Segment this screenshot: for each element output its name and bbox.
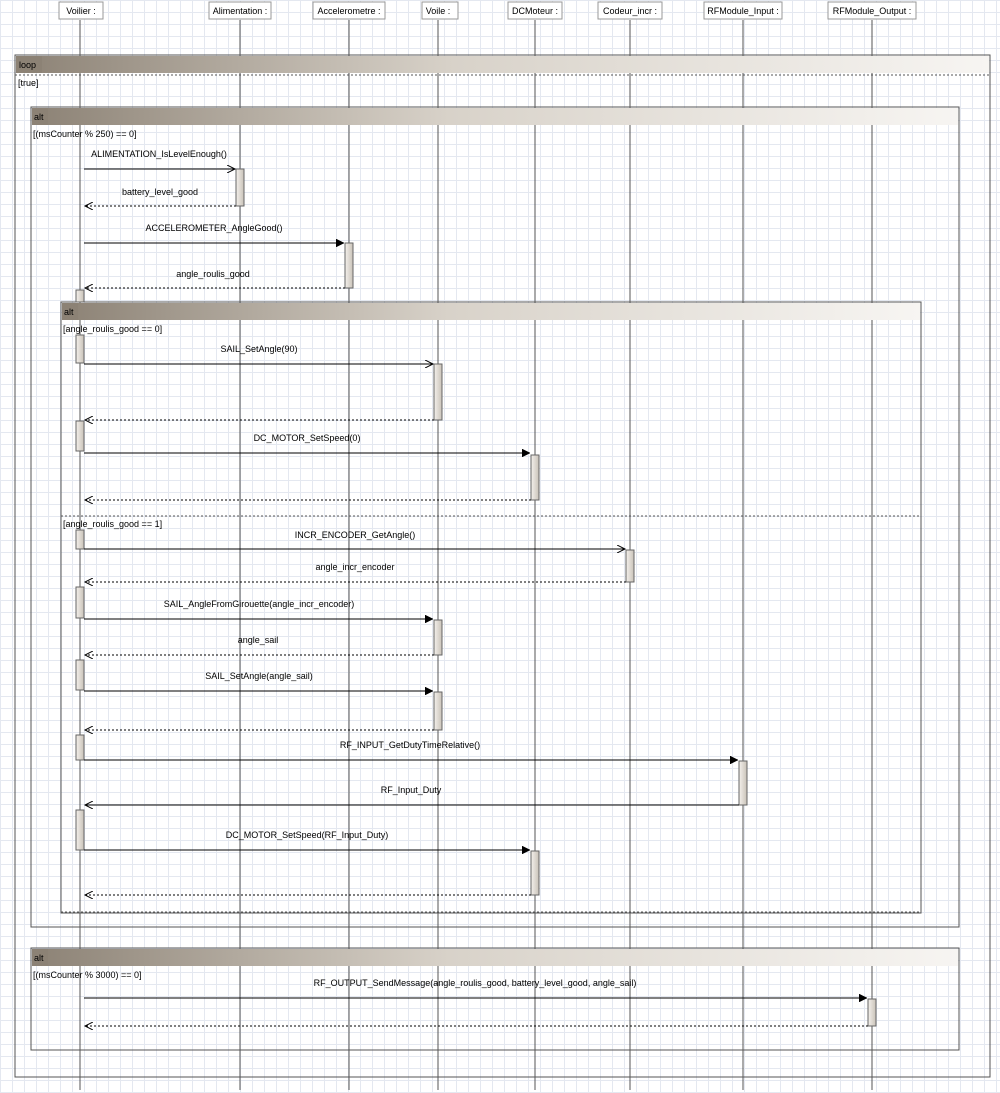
message-m19[interactable]: RF_OUTPUT_SendMessage(angle_roulis_good,… xyxy=(84,978,867,998)
message-label: SAIL_AngleFromGirouette(angle_incr_encod… xyxy=(164,599,355,609)
activation-bar xyxy=(75,420,85,452)
fragment-guard: [(msCounter % 250) == 0] xyxy=(33,129,137,139)
message-label: SAIL_SetAngle(angle_sail) xyxy=(205,671,313,681)
fragment-operator: loop xyxy=(19,60,36,70)
lifeline-label: Alimentation : xyxy=(213,6,268,16)
fragment-loop[interactable]: loop [true] xyxy=(14,54,991,1078)
message-label: RF_INPUT_GetDutyTimeRelative() xyxy=(340,740,480,750)
message-m13[interactable]: SAIL_SetAngle(angle_sail) xyxy=(84,671,433,691)
activation-bar xyxy=(75,586,85,619)
lifeline-label: Codeur_incr : xyxy=(603,6,657,16)
fragment-operator: alt xyxy=(34,112,44,122)
message-m5[interactable]: SAIL_SetAngle(90) xyxy=(84,344,433,364)
activation-bar xyxy=(433,363,443,421)
message-m9[interactable]: INCR_ENCODER_GetAngle() xyxy=(84,530,625,549)
activation-bars xyxy=(75,168,877,1027)
lifeline-label: RFModule_Input : xyxy=(707,6,779,16)
message-label: angle_sail xyxy=(238,635,279,645)
message-m17[interactable]: DC_MOTOR_SetSpeed(RF_Input_Duty) xyxy=(84,830,530,850)
message-label: battery_level_good xyxy=(122,187,198,197)
message-label: ACCELEROMETER_AngleGood() xyxy=(145,223,282,233)
fragment-operator: alt xyxy=(64,307,74,317)
message-m16[interactable]: RF_Input_Duty xyxy=(85,785,739,805)
lifeline-label: Voile : xyxy=(426,6,451,16)
message-m10[interactable]: angle_incr_encoder xyxy=(85,562,626,582)
message-label: DC_MOTOR_SetSpeed(RF_Input_Duty) xyxy=(226,830,388,840)
fragment-guard: [angle_roulis_good == 0] xyxy=(63,324,162,334)
message-m15[interactable]: RF_INPUT_GetDutyTimeRelative() xyxy=(84,740,738,760)
activation-bar xyxy=(75,809,85,851)
fragment-alt-message[interactable]: alt [(msCounter % 3000) == 0] xyxy=(30,947,960,1051)
activation-bar xyxy=(867,998,877,1027)
message-label: ALIMENTATION_IsLevelEnough() xyxy=(91,149,227,159)
lifeline-label: Accelerometre : xyxy=(317,6,380,16)
activation-bar xyxy=(433,619,443,656)
message-m1[interactable]: ALIMENTATION_IsLevelEnough() xyxy=(84,149,235,169)
activation-bar xyxy=(433,691,443,731)
fragment-guard: [angle_roulis_good == 1] xyxy=(63,519,162,529)
lifeline-label: Voilier : xyxy=(66,6,96,16)
message-label: RF_Input_Duty xyxy=(381,785,442,795)
lifeline-label: RFModule_Output : xyxy=(833,6,912,16)
message-label: DC_MOTOR_SetSpeed(0) xyxy=(254,433,361,443)
lifeline-label: DCMoteur : xyxy=(512,6,558,16)
message-m12[interactable]: angle_sail xyxy=(85,635,434,655)
message-label: SAIL_SetAngle(90) xyxy=(220,344,297,354)
lifeline-rfmodule-output[interactable]: RFModule_Output : xyxy=(827,1,917,1090)
activation-bar xyxy=(75,734,85,761)
activation-bar xyxy=(530,850,540,896)
fragment-guard: [(msCounter % 3000) == 0] xyxy=(33,970,142,980)
message-m4[interactable]: angle_roulis_good xyxy=(85,269,345,288)
message-m2[interactable]: battery_level_good xyxy=(85,187,236,206)
activation-bar xyxy=(738,760,748,806)
message-label: angle_incr_encoder xyxy=(315,562,394,572)
message-label: RF_OUTPUT_SendMessage(angle_roulis_good,… xyxy=(314,978,637,988)
activation-bar xyxy=(235,168,245,207)
message-label: INCR_ENCODER_GetAngle() xyxy=(295,530,416,540)
activation-bar xyxy=(75,659,85,691)
message-m3[interactable]: ACCELEROMETER_AngleGood() xyxy=(84,223,344,243)
activation-bar xyxy=(75,289,85,303)
fragment-alt-roulis[interactable]: alt [angle_roulis_good == 0] [angle_roul… xyxy=(60,301,922,914)
fragment-alt-battery[interactable]: alt [(msCounter % 250) == 0] xyxy=(30,106,960,928)
activation-bar xyxy=(344,242,354,289)
message-m7[interactable]: DC_MOTOR_SetSpeed(0) xyxy=(84,433,530,453)
message-label: angle_roulis_good xyxy=(176,269,250,279)
fragment-guard: [true] xyxy=(18,78,39,88)
lifeline-voilier[interactable]: Voilier : xyxy=(58,1,104,1090)
activation-bar xyxy=(75,529,85,550)
activation-bar xyxy=(75,334,85,364)
activation-bar xyxy=(625,549,635,583)
fragment-operator: alt xyxy=(34,953,44,963)
message-m11[interactable]: SAIL_AngleFromGirouette(angle_incr_encod… xyxy=(84,599,433,619)
activation-bar xyxy=(530,454,540,501)
